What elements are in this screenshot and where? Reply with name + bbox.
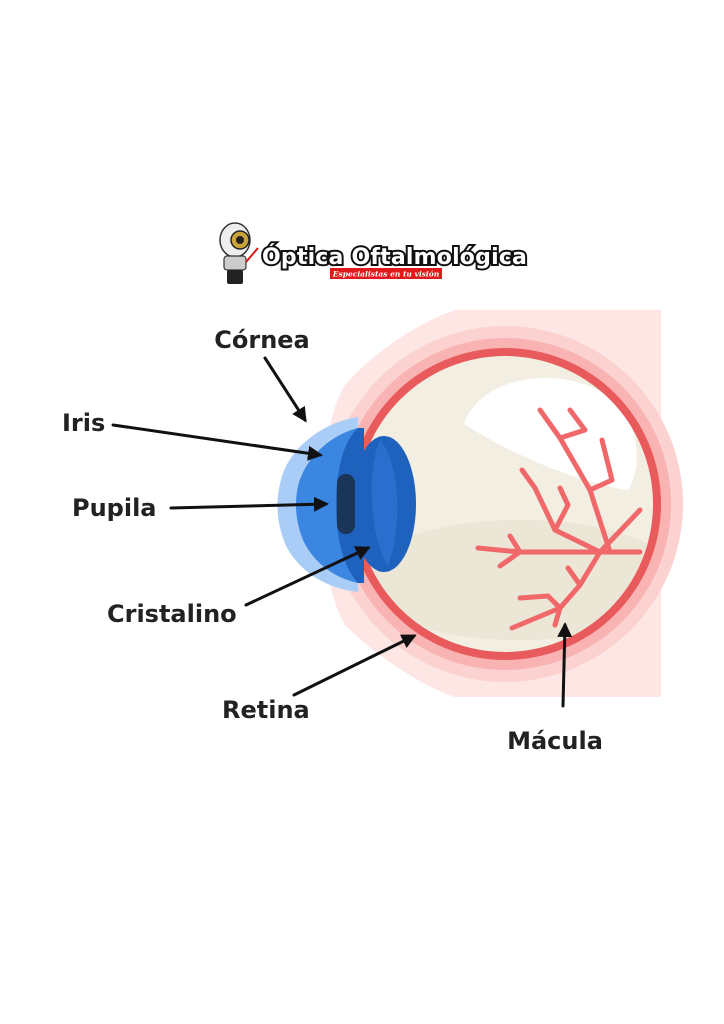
label-retina: Retina bbox=[222, 696, 310, 724]
arrow-iris bbox=[111, 423, 323, 461]
labels: Córnea Iris Pupila Cristalino Retina Mác… bbox=[62, 326, 603, 755]
blood-vessels bbox=[475, 407, 643, 631]
arrow-pupila bbox=[169, 496, 329, 512]
label-cornea: Córnea bbox=[214, 326, 310, 354]
arrow-cornea bbox=[263, 356, 307, 423]
arrow-cristalino bbox=[244, 546, 371, 607]
logo-subtitle: Especialistas en tu visión bbox=[332, 270, 439, 279]
eye-illustration bbox=[277, 310, 683, 697]
label-macula: Mácula bbox=[507, 727, 603, 755]
label-cristalino: Cristalino bbox=[107, 600, 237, 628]
arrow-macula bbox=[557, 622, 573, 708]
eyeball-highlight bbox=[464, 377, 637, 490]
logo-title: Óptica Oftalmológica bbox=[262, 244, 527, 270]
label-pupila: Pupila bbox=[72, 494, 157, 522]
logo-subtitle-band bbox=[330, 268, 442, 279]
pupil bbox=[337, 474, 355, 534]
pointer-arrows bbox=[111, 356, 573, 708]
lens-shade bbox=[371, 440, 398, 566]
arrow-retina bbox=[292, 634, 417, 697]
mascot-icon bbox=[219, 222, 259, 284]
logo: Óptica Oftalmológica Especialistas en tu… bbox=[219, 222, 529, 284]
label-iris: Iris bbox=[62, 409, 105, 437]
